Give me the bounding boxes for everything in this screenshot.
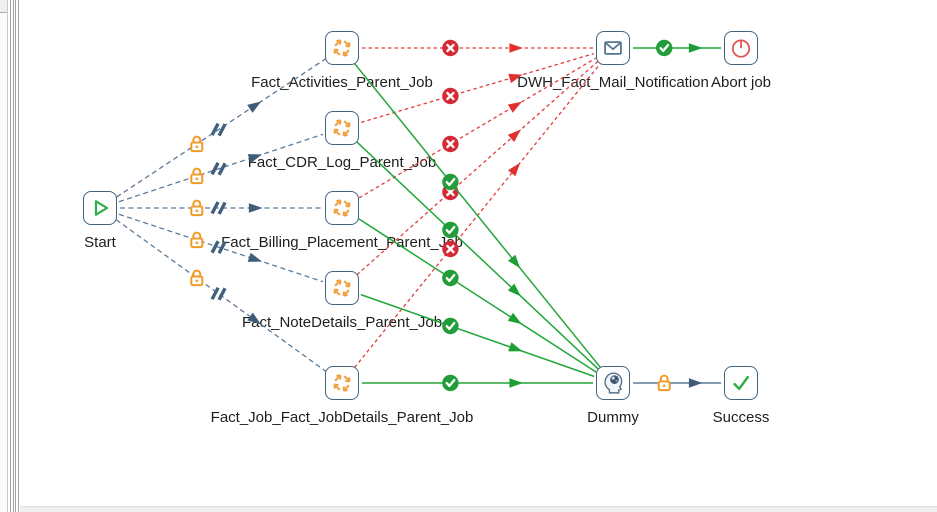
hop-start-fact_activities [116,58,326,198]
hop-arrow-icon [509,43,523,53]
success-badge[interactable] [656,39,673,57]
node-label-fact_cdr: Fact_CDR_Log_Parent_Job [247,154,437,171]
error-badge[interactable] [442,39,459,57]
node-label-fact_job: Fact_Job_Fact_JobDetails_Parent_Job [210,409,474,426]
hop-arrow-icon [507,162,521,177]
parallel-marks [210,162,227,176]
parallel-marks [210,240,227,254]
mail-icon [604,41,622,55]
horizontal-scrollbar[interactable] [20,506,937,512]
success-badge[interactable] [442,269,459,287]
start-icon [94,200,109,216]
job-arrows-icon [333,374,351,392]
splitter-sash[interactable] [12,0,14,512]
hop-arrow-icon [688,378,703,388]
hop-fact_billing-mail [358,57,597,199]
hop-fact_activities-dummy [353,63,602,368]
lock-icon[interactable] [190,199,204,217]
hop-fact_note-mail [356,60,599,276]
success-badge[interactable] [442,221,459,239]
hop-start-fact_note [118,213,324,283]
hop-arrow-icon [247,312,261,325]
hop-arrow-icon [507,129,522,142]
lock-icon[interactable] [190,135,204,153]
hop-arrow-icon [508,342,523,352]
hop-arrow-icon [248,203,263,213]
hop-arrow-icon [509,378,523,388]
hop-arrow-icon [507,101,522,113]
node-label-mail: DWH_Fact_Mail_Notification [517,74,709,91]
lock-icon[interactable] [190,231,204,249]
node-mail[interactable] [596,31,630,65]
hop-start-fact_cdr [118,133,324,203]
lock-icon[interactable] [190,167,204,185]
hop-arrow-icon [507,283,521,297]
node-label-dummy: Dummy [587,409,639,426]
success-badge[interactable] [442,317,459,335]
success-badge[interactable] [442,173,459,191]
dummy-head-icon [604,372,623,394]
node-label-fact_note: Fact_NoteDetails_Parent_Job [241,314,443,331]
node-fact_cdr[interactable] [325,111,359,145]
left-panel-edge-top [0,0,7,12]
lock-icon[interactable] [657,374,671,392]
success-check-icon [733,375,749,391]
hop-fact_cdr-dummy [356,141,599,370]
node-abort[interactable] [724,31,758,65]
error-badge[interactable] [442,87,459,105]
hop-arrow-icon [688,43,703,53]
hop-arrow-icon [247,101,262,113]
node-fact_billing[interactable] [325,191,359,225]
error-badge[interactable] [442,135,459,153]
job-arrows-icon [333,119,351,137]
left-panel-divider [0,12,7,13]
node-fact_job[interactable] [325,366,359,400]
hop-fact_cdr-mail [360,53,595,123]
hop-arrow-icon [247,154,263,164]
splitter-sash[interactable] [10,0,11,512]
abort-icon [731,39,751,58]
job-arrows-icon [333,199,351,217]
hop-arrow-icon [507,254,521,269]
hop-arrow-icon [507,312,522,325]
parallel-marks [210,122,227,137]
splitter-sash[interactable] [17,0,19,512]
node-success[interactable] [724,366,758,400]
job-arrows-icon [333,279,351,297]
node-fact_activities[interactable] [325,31,359,65]
left-panel-edge [0,0,8,512]
node-label-abort: Abort job [710,74,772,91]
parallel-marks [210,286,227,301]
node-label-success: Success [712,409,770,426]
job-arrows-icon [333,39,351,57]
node-fact_note[interactable] [325,271,359,305]
parallel-marks [210,201,227,215]
node-dummy[interactable] [596,366,630,400]
splitter-sash[interactable] [15,0,16,512]
success-badge[interactable] [442,374,459,392]
hop-arrow-icon [508,73,523,84]
node-start[interactable] [83,191,117,225]
lock-icon[interactable] [190,269,204,287]
error-badge[interactable] [442,240,459,258]
node-label-start: Start [84,234,116,251]
hop-fact_note-dummy [360,293,595,378]
hop-fact_billing-dummy [358,218,597,373]
hop-arrow-icon [247,252,263,262]
